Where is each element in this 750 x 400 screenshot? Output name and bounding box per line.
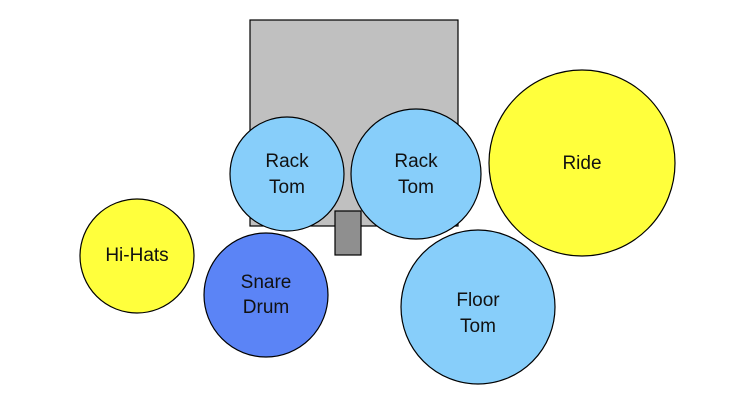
floor-tom: Floor Tom <box>400 229 556 385</box>
ride-cymbal: Ride <box>488 69 676 257</box>
rack-tom-left: Rack Tom <box>229 116 345 232</box>
bass-drum-pedal <box>334 210 362 256</box>
hi-hats: Hi-Hats <box>79 198 195 314</box>
rack-tom-right-label-line-2: Tom <box>398 177 434 198</box>
rack-tom-left-label-line-1: Rack <box>265 151 309 172</box>
floor-tom-label-line-1: Floor <box>456 290 500 311</box>
floor-tom-shape <box>400 229 556 385</box>
rack-tom-right-label-line-1: Rack <box>394 151 438 172</box>
hi-hats-label: Hi-Hats <box>105 245 168 266</box>
snare-drum-label-line-2: Drum <box>243 297 289 318</box>
snare-drum-label-line-1: Snare <box>241 272 292 293</box>
ride-cymbal-label: Ride <box>562 153 601 174</box>
rack-tom-right-shape <box>350 108 482 240</box>
rack-tom-right: Rack Tom <box>350 108 482 240</box>
rack-tom-left-shape <box>229 116 345 232</box>
snare-drum-shape <box>203 232 329 358</box>
rack-tom-left-label-line-2: Tom <box>269 177 305 198</box>
ride-cymbal-shape <box>488 69 676 257</box>
floor-tom-label-line-2: Tom <box>460 316 496 337</box>
hi-hats-shape <box>79 198 195 314</box>
snare-drum: Snare Drum <box>203 232 329 358</box>
